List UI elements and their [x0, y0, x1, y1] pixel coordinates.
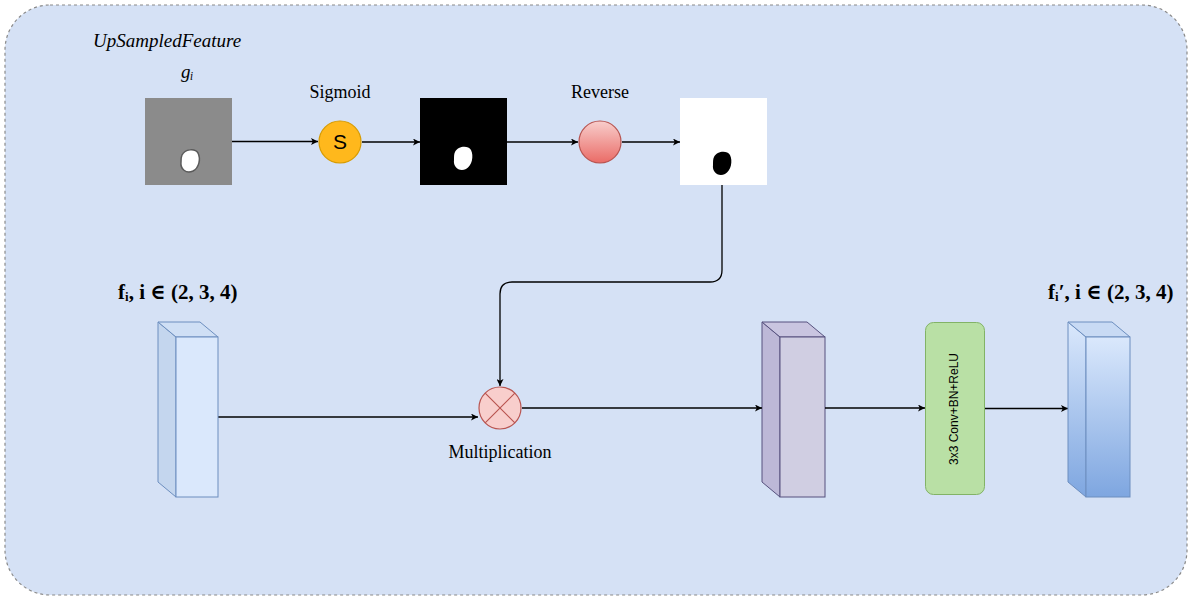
conv-block: 3x3 Conv+BN+ReLU — [925, 322, 985, 495]
mask-blob — [454, 147, 472, 170]
connector-arrow — [985, 408, 1068, 409]
feature-symbol: gᵢ — [181, 61, 194, 83]
multiplication-circle: Multiplication — [478, 386, 522, 430]
module-background — [5, 5, 1187, 595]
feature-label: fᵢ, i ∈ (2, 3, 4) — [118, 280, 238, 304]
feature-title: UpSampledFeature — [93, 30, 241, 52]
operation-symbol: S — [333, 130, 347, 154]
operation-label: Reverse — [571, 82, 629, 103]
operation-label: Multiplication — [449, 442, 552, 463]
reverse-circle: Reverse — [578, 120, 622, 164]
connector-arrow — [232, 141, 318, 142]
connector-arrow — [218, 416, 478, 417]
reverse-circle-outline — [578, 120, 622, 164]
flow-arrows — [362, 142, 925, 408]
reverse-mask-image — [680, 98, 767, 185]
input-feature-block-outline — [158, 322, 218, 497]
feature-block — [762, 322, 825, 497]
input-feature-block: fᵢ, i ∈ (2, 3, 4) — [158, 322, 218, 497]
sigmoid-circle: SigmoidS — [318, 120, 362, 164]
output-feature-block-outline — [1068, 322, 1130, 497]
operation-label: Sigmoid — [309, 82, 370, 103]
feature-label: fᵢ′, i ∈ (2, 3, 4) — [1048, 280, 1174, 304]
upsampled-feature-image-outline — [145, 98, 232, 185]
mask-image — [420, 98, 507, 185]
layer-label: 3x3 Conv+BN+ReLU — [948, 352, 962, 464]
reverse-mask-blob — [713, 152, 731, 175]
output-feature-block: fᵢ′, i ∈ (2, 3, 4) — [1068, 322, 1130, 497]
multiplication-circle-outline — [478, 386, 522, 430]
upsampled-feature-image: UpSampledFeaturegᵢ — [145, 98, 232, 185]
